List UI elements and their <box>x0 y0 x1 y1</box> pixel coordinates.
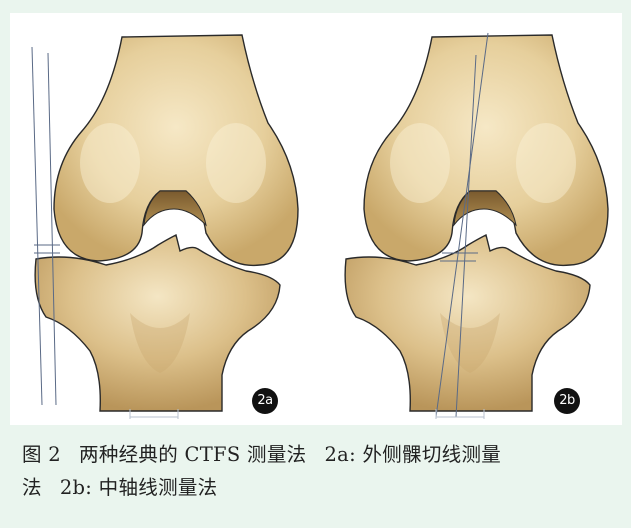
caption-part-a-text-cont: 法 <box>22 476 42 499</box>
caption-part-a-label: 2a: <box>324 443 356 466</box>
knee-illustration <box>10 13 622 425</box>
caption-title: 两种经典的 CTFS 测量法 <box>79 443 306 466</box>
caption-part-a-text: 外侧髁切线测量 <box>362 443 501 466</box>
illustration-frame: 2a 2b <box>10 13 622 425</box>
panel-2b <box>345 33 608 419</box>
figure-caption: 图 2 两种经典的 CTFS 测量法 2a: 外侧髁切线测量 法 2b: 中轴线测量法 <box>22 438 612 504</box>
caption-part-b-text: 中轴线测量法 <box>99 476 218 499</box>
panel-2a <box>32 35 298 419</box>
caption-figure-number: 图 2 <box>22 443 61 466</box>
caption-part-b-label: 2b: <box>60 476 92 499</box>
panel-label-2a: 2a <box>252 388 278 414</box>
panel-label-2b: 2b <box>554 388 580 414</box>
tangent-lines <box>32 47 60 405</box>
